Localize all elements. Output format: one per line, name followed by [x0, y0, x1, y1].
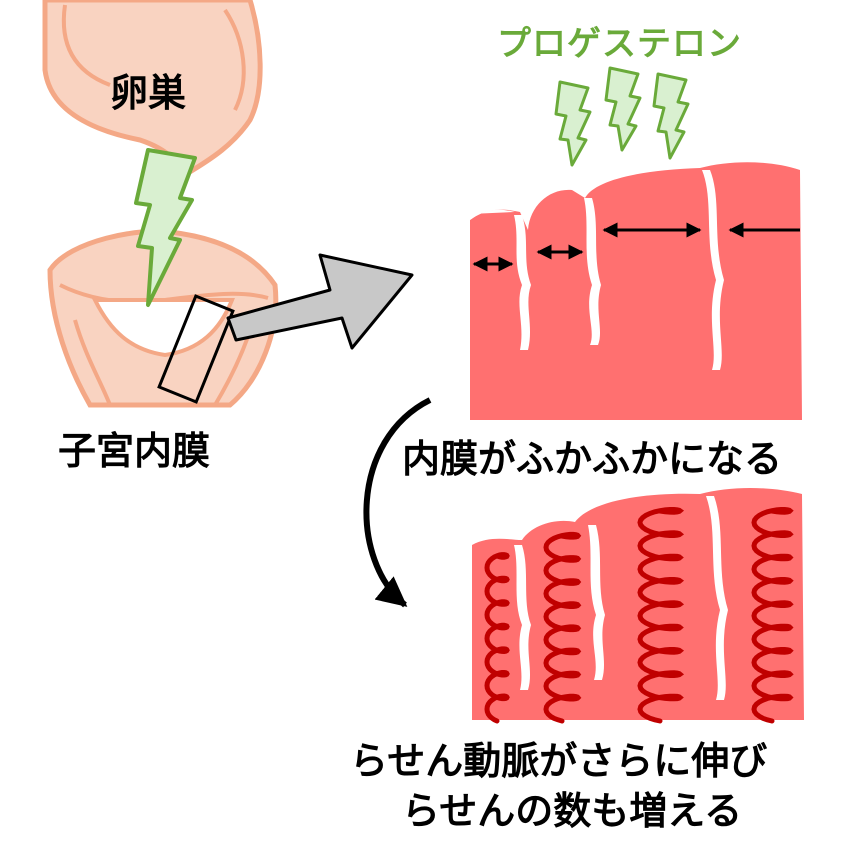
endometrium-label: 子宮内膜: [58, 429, 211, 473]
curved-down-arrow-icon: [363, 397, 432, 608]
spiral-artery: [543, 531, 582, 724]
spiral-artery-caption-line2: らせんの数も増える: [402, 789, 743, 833]
spiral-artery: [751, 507, 794, 724]
fluffy-endometrium-caption: 内膜がふかふかになる: [402, 437, 783, 481]
spiral-artery: [637, 507, 685, 724]
uterus-shape: [47, 228, 279, 408]
progesterone-label: プロゲステロン: [497, 24, 742, 64]
lightning-bolt-icon: [554, 80, 592, 167]
lightning-bolt-icon: [604, 66, 642, 152]
spiral-artery: [484, 552, 510, 724]
endometrium-spiral-block: [472, 488, 804, 720]
endometrium-selection-box: [157, 294, 235, 404]
endometrium-thick-block: [470, 162, 802, 420]
ovary-label: 卵巣: [110, 71, 187, 115]
lightning-bolt-icon: [134, 148, 197, 307]
spiral-artery-caption-line1: らせん動脈がさらに伸び: [350, 739, 768, 783]
big-right-arrow-icon: [226, 253, 414, 350]
lightning-bolt-icon: [652, 72, 690, 160]
